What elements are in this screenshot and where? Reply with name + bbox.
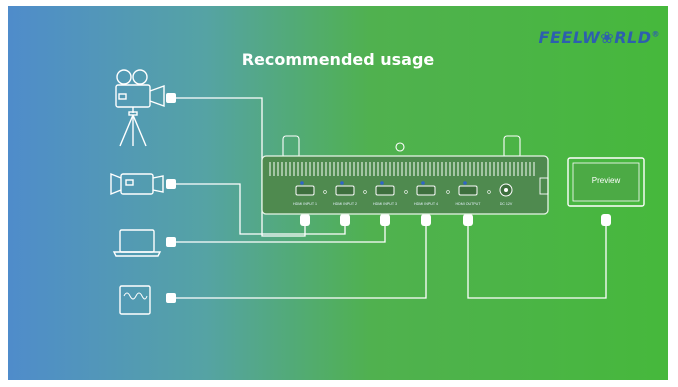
hdmi-port-1: HDMI INPUT 1	[293, 181, 317, 206]
cable-output-preview	[467, 226, 607, 299]
port-led-3	[404, 190, 408, 194]
plug-input4	[421, 214, 431, 226]
port-label-output: HDMI OUTPUT	[456, 202, 482, 206]
port-led-1	[323, 190, 327, 194]
diagram-svg: HDMI INPUT 1 HDMI INPUT 2 HDMI INPUT 3 H…	[110, 69, 645, 315]
brand-registered-mark: ®	[651, 29, 660, 39]
plugs	[166, 93, 611, 303]
plug-preview	[601, 214, 611, 226]
cables	[176, 97, 607, 299]
device-top-screw	[395, 142, 405, 152]
plug-camera	[166, 93, 176, 103]
port-label-input1: HDMI INPUT 1	[293, 202, 317, 206]
cable-camera-input1	[176, 97, 306, 237]
port-label-dc: DC 12V	[500, 202, 513, 206]
laptop-icon	[112, 229, 162, 257]
camcorder-icon	[110, 172, 164, 196]
device-knob-left	[282, 135, 300, 159]
switcher-device: HDMI INPUT 1 HDMI INPUT 2 HDMI INPUT 3 H…	[261, 135, 549, 215]
hdmi-port-2: HDMI INPUT 2	[333, 181, 357, 206]
plug-camcorder	[166, 179, 176, 189]
device-knob-right	[503, 135, 521, 159]
cable-camcorder-input2	[176, 183, 346, 235]
plug-laptop	[166, 237, 176, 247]
plug-input3	[380, 214, 390, 226]
port-label-input3: HDMI INPUT 3	[373, 202, 397, 206]
tripod-camera-icon	[115, 69, 165, 147]
device-side-jack	[539, 177, 549, 195]
plug-source	[166, 293, 176, 303]
brand-logo-text: FEELW❀RLD	[538, 28, 652, 47]
hdmi-port-3: HDMI INPUT 3	[373, 181, 397, 206]
page-title: Recommended usage	[241, 50, 435, 69]
brand-logo: FEELW❀RLD®	[539, 28, 660, 47]
dc-power-port: DC 12V	[499, 183, 513, 206]
cable-source-input4	[176, 226, 427, 299]
preview-label: Preview	[591, 176, 621, 185]
usage-diagram: Recommended usage FEELW❀RLD®	[8, 6, 668, 380]
hdmi-output-port: HDMI OUTPUT	[456, 181, 482, 206]
hdmi-port-4: HDMI INPUT 4	[414, 181, 438, 206]
plug-input1	[300, 214, 310, 226]
port-led-2	[363, 190, 367, 194]
monitor-signal-icon	[119, 285, 151, 315]
port-label-input4: HDMI INPUT 4	[414, 202, 438, 206]
port-led-4	[446, 190, 450, 194]
plug-output	[463, 214, 473, 226]
preview-monitor-icon	[567, 157, 645, 207]
plug-input2	[340, 214, 350, 226]
port-label-input2: HDMI INPUT 2	[333, 202, 357, 206]
port-led-5	[487, 190, 491, 194]
device-vents	[269, 162, 535, 176]
cable-laptop-input3	[176, 226, 386, 243]
